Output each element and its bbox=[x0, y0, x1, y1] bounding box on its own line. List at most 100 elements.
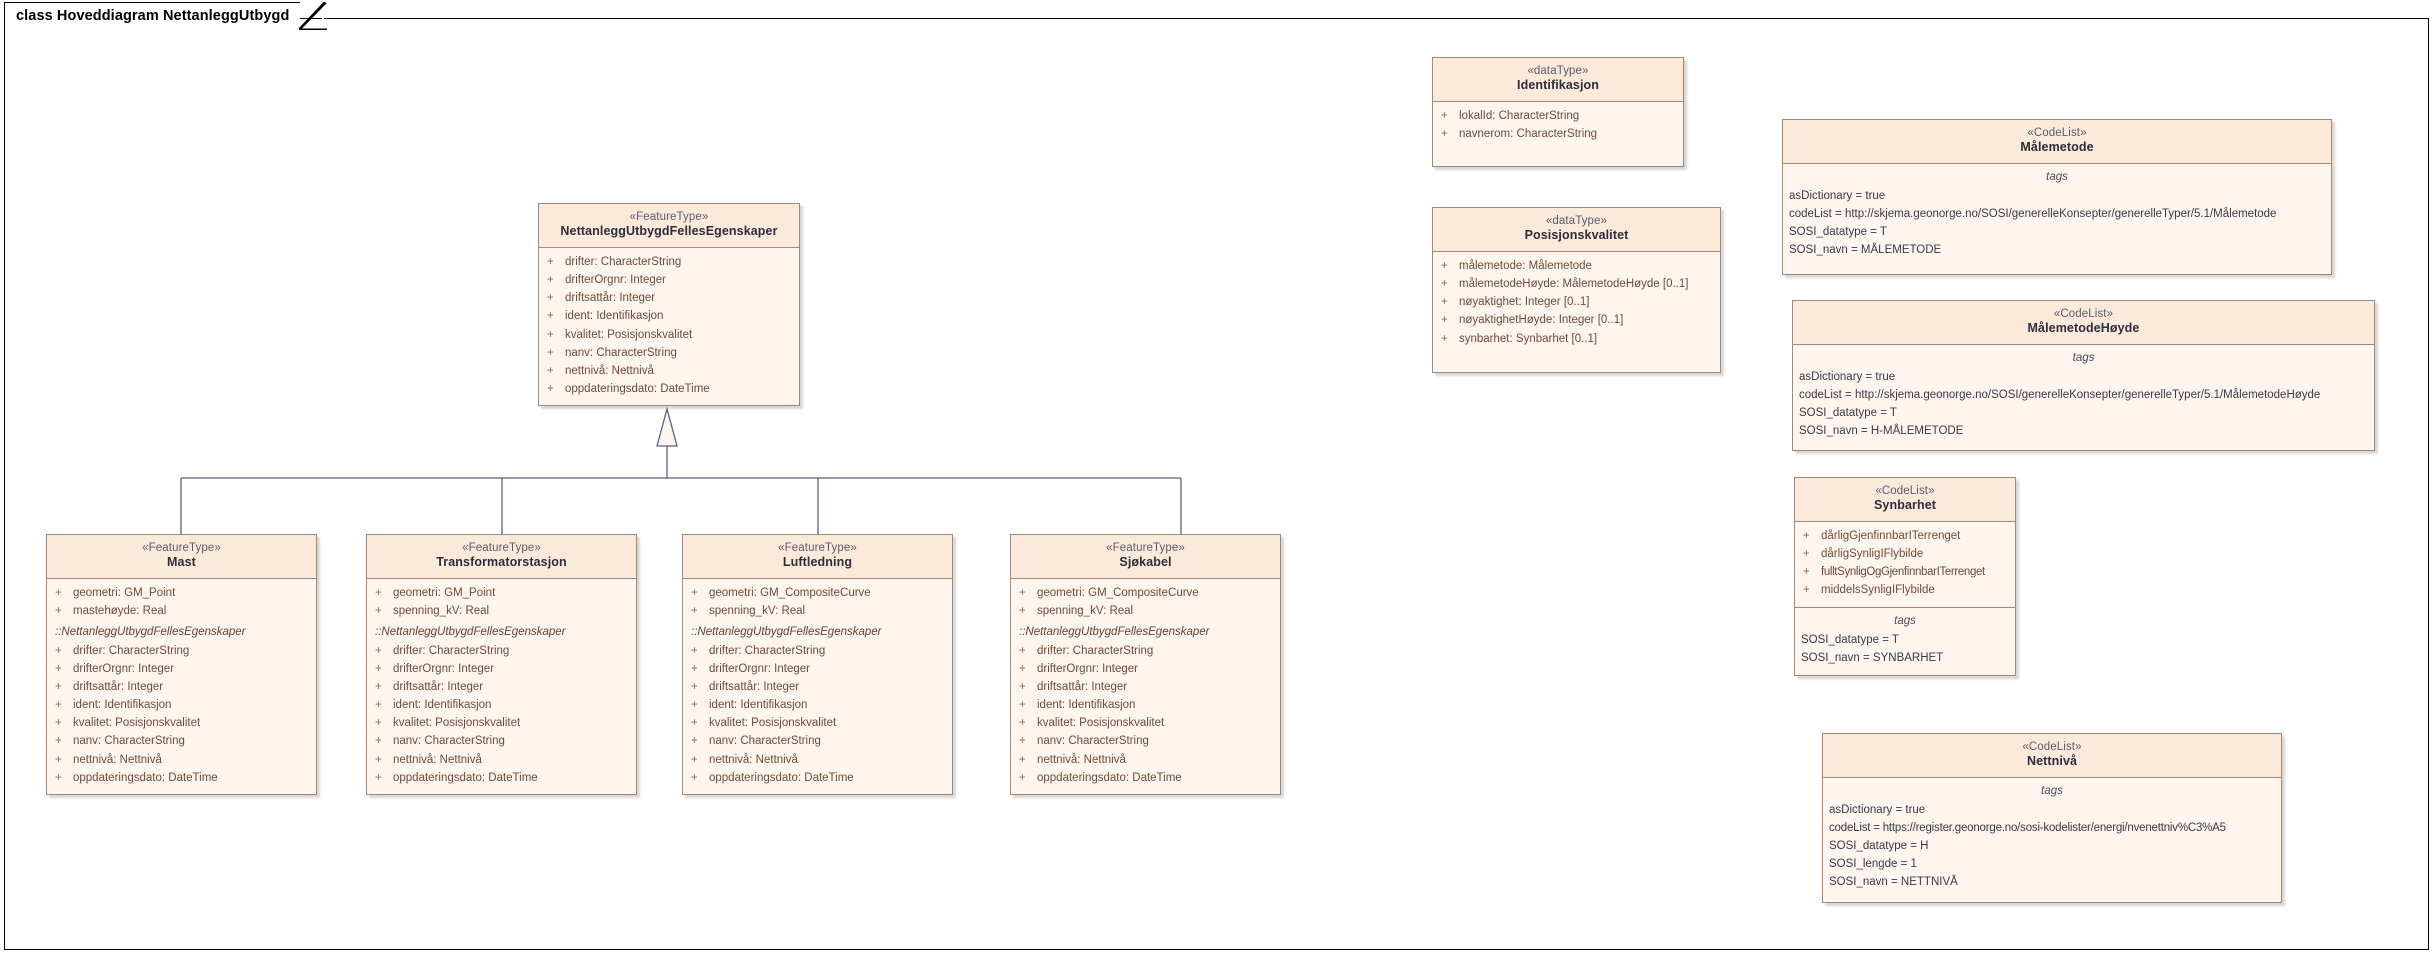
attribute-row: +drifterOrgnr: Integer bbox=[1011, 660, 1280, 678]
attribute-text: ident: Identifikasjon bbox=[73, 699, 172, 712]
inherited-from-label: ::NettanleggUtbygdFellesEgenskaper bbox=[691, 626, 882, 639]
class-box-nettanlegg-utbygd-felles-egenskaper[interactable]: «FeatureType» NettanleggUtbygdFellesEgen… bbox=[538, 203, 800, 407]
attribute-row: +spenning_kV: Real bbox=[367, 602, 636, 620]
visibility-marker: + bbox=[1019, 681, 1026, 694]
attribute-text: ident: Identifikasjon bbox=[565, 310, 664, 323]
class-box-transformatorstasjon[interactable]: «FeatureType» Transformatorstasjon +geom… bbox=[366, 534, 637, 795]
attribute-text: geometri: GM_CompositeCurve bbox=[709, 587, 871, 599]
attribute-row: +drifterOrgnr: Integer bbox=[683, 660, 952, 678]
attribute-row: +målemetodeHøyde: MålemetodeHøyde [0..1] bbox=[1433, 275, 1720, 293]
class-title: Synbarhet bbox=[1873, 498, 1937, 513]
attribute-text: nettnivå: Nettnivå bbox=[1037, 753, 1126, 766]
attributes-compartment: +geometri: GM_CompositeCurve +spenning_k… bbox=[683, 579, 952, 794]
visibility-marker: + bbox=[547, 364, 554, 377]
attribute-text: fulltSynligOgGjenfinnbarITerrenget bbox=[1821, 566, 1985, 579]
tags-compartment: tags asDictionary = true codeList = http… bbox=[1793, 345, 2374, 448]
class-box-nettniva[interactable]: «CodeList» Nettnivå tags asDictionary = … bbox=[1822, 733, 2282, 903]
visibility-marker: + bbox=[547, 310, 554, 323]
class-box-malemetode[interactable]: «CodeList» Målemetode tags asDictionary … bbox=[1782, 119, 2332, 275]
visibility-marker: + bbox=[547, 256, 554, 268]
attributes-compartment: +geometri: GM_CompositeCurve +spenning_k… bbox=[1011, 579, 1280, 794]
class-box-malemetode-hoyde[interactable]: «CodeList» MålemetodeHøyde tags asDictio… bbox=[1792, 300, 2375, 451]
attribute-row: +ident: Identifikasjon bbox=[47, 696, 316, 714]
attribute-row: +nøyaktighetHøyde: Integer [0..1] bbox=[1433, 311, 1720, 329]
visibility-marker: + bbox=[375, 717, 382, 730]
attribute-text: nettnivå: Nettnivå bbox=[709, 753, 798, 766]
attribute-text: kvalitet: Posisjonskvalitet bbox=[709, 717, 837, 730]
attribute-row: +nanv: CharacterString bbox=[367, 732, 636, 750]
visibility-marker: + bbox=[691, 644, 698, 657]
attribute-text: geometri: GM_Point bbox=[393, 587, 496, 599]
tag-row: codeList = http://skjema.geonorge.no/SOS… bbox=[1799, 389, 2321, 402]
visibility-marker: + bbox=[375, 662, 382, 675]
tag-row: SOSI_navn = H-MÅLEMETODE bbox=[1799, 424, 1964, 437]
class-title: NettanleggUtbygdFellesEgenskaper bbox=[560, 224, 778, 239]
class-header: «dataType» Posisjonskvalitet bbox=[1433, 208, 1720, 252]
attribute-text: kvalitet: Posisjonskvalitet bbox=[565, 328, 693, 341]
class-stereotype: «FeatureType» bbox=[629, 211, 709, 223]
visibility-marker: + bbox=[55, 735, 62, 748]
class-box-posisjonskvalitet[interactable]: «dataType» Posisjonskvalitet +målemetode… bbox=[1432, 207, 1721, 373]
attribute-text: drifterOrgnr: Integer bbox=[393, 662, 494, 675]
tags-compartment: tags asDictionary = true codeList = http… bbox=[1783, 164, 2331, 267]
attribute-text: drifter: CharacterString bbox=[709, 644, 826, 657]
attribute-text: ident: Identifikasjon bbox=[393, 699, 492, 712]
visibility-marker: + bbox=[691, 605, 698, 618]
attribute-text: mastehøyde: Real bbox=[73, 605, 167, 618]
attribute-text: dårligGjenfinnbarITerrenget bbox=[1821, 530, 1961, 542]
tags-label: tags bbox=[2072, 352, 2095, 364]
visibility-marker: + bbox=[547, 274, 554, 287]
attribute-row: +oppdateringsdato: DateTime bbox=[683, 769, 952, 787]
attribute-row: +nettnivå: Nettnivå bbox=[367, 751, 636, 769]
attribute-row: + geometri: GM_Point bbox=[47, 584, 316, 602]
class-stereotype: «FeatureType» bbox=[1106, 542, 1185, 554]
attribute-row: + drifter: CharacterString bbox=[367, 642, 636, 660]
tag-row: asDictionary = true bbox=[1799, 371, 1896, 384]
visibility-marker: + bbox=[55, 587, 62, 599]
attribute-text: lokalId: CharacterString bbox=[1459, 110, 1580, 122]
class-stereotype: «CodeList» bbox=[1875, 485, 1935, 497]
class-header: «CodeList» Synbarhet bbox=[1795, 478, 2015, 522]
attribute-row: + ident: Identifikasjon bbox=[539, 307, 799, 325]
attribute-text: nanv: CharacterString bbox=[73, 735, 185, 748]
visibility-marker: + bbox=[375, 644, 382, 657]
class-box-mast[interactable]: «FeatureType» Mast +geometri: GM_Point +… bbox=[46, 534, 317, 795]
class-stereotype: «FeatureType» bbox=[778, 542, 857, 554]
class-box-luftledning[interactable]: «FeatureType» Luftledning + geometri: GM_… bbox=[682, 534, 953, 795]
attribute-text: oppdateringsdato: DateTime bbox=[393, 771, 538, 784]
attribute-row: +drifter: CharacterString bbox=[1011, 642, 1280, 660]
attribute-row: +målemetode: Målemetode bbox=[1433, 257, 1720, 275]
attribute-row: +driftsattår: Integer bbox=[539, 289, 799, 307]
visibility-marker: + bbox=[1803, 584, 1810, 597]
tags-label: tags bbox=[1894, 614, 1916, 627]
visibility-marker: + bbox=[375, 605, 382, 618]
class-header: «FeatureType» NettanleggUtbygdFellesEgen… bbox=[539, 204, 799, 248]
class-box-synbarhet[interactable]: «CodeList» Synbarhet + dårligGjenfinnbarI… bbox=[1794, 477, 2016, 676]
attribute-row: + ident: Identifikasjon bbox=[367, 696, 636, 714]
frame-top-line-right bbox=[324, 18, 2429, 19]
diagram-title: class Hoveddiagram NettanleggUtbygd bbox=[16, 7, 290, 24]
attribute-text: drifter: CharacterString bbox=[393, 644, 510, 657]
attribute-text: geometri: GM_Point bbox=[73, 587, 176, 599]
visibility-marker: + bbox=[1441, 296, 1448, 309]
visibility-marker: + bbox=[1019, 587, 1026, 599]
class-box-sjokabel[interactable]: «FeatureType» Sjøkabel +geometri: GM_Com… bbox=[1010, 534, 1281, 795]
attribute-row: +nettnivå: Nettnivå bbox=[47, 751, 316, 769]
attribute-row: +nanv: CharacterString bbox=[1011, 732, 1280, 750]
attribute-row: +drifterOrgnr: Integer bbox=[47, 660, 316, 678]
attribute-text: nettnivå: Nettnivå bbox=[73, 753, 162, 766]
inherited-from-label: ::NettanleggUtbygdFellesEgenskaper bbox=[55, 626, 246, 639]
tag-row: SOSI_navn = NETTNIVÅ bbox=[1829, 875, 1958, 888]
attribute-text: nøyaktighet: Integer [0..1] bbox=[1459, 296, 1590, 309]
attribute-text: nøyaktighetHøyde: Integer [0..1] bbox=[1459, 314, 1624, 327]
attribute-text: drifterOrgnr: Integer bbox=[1037, 662, 1138, 675]
tags-label: tags bbox=[2046, 171, 2068, 183]
attributes-compartment: +dårligGjenfinnbarITerrenget +dårligSynl… bbox=[1795, 522, 2015, 607]
attribute-text: driftsattår: Integer bbox=[565, 292, 656, 305]
class-box-identifikasjon[interactable]: «dataType» Identifikasjon +lokalId: Char… bbox=[1432, 57, 1684, 167]
visibility-marker: + bbox=[547, 383, 554, 396]
visibility-marker: + bbox=[375, 699, 382, 712]
attribute-row: +spenning_kV: Real bbox=[1011, 602, 1280, 620]
attribute-text: driftsattår: Integer bbox=[709, 681, 800, 694]
class-title: Luftledning bbox=[782, 555, 853, 570]
